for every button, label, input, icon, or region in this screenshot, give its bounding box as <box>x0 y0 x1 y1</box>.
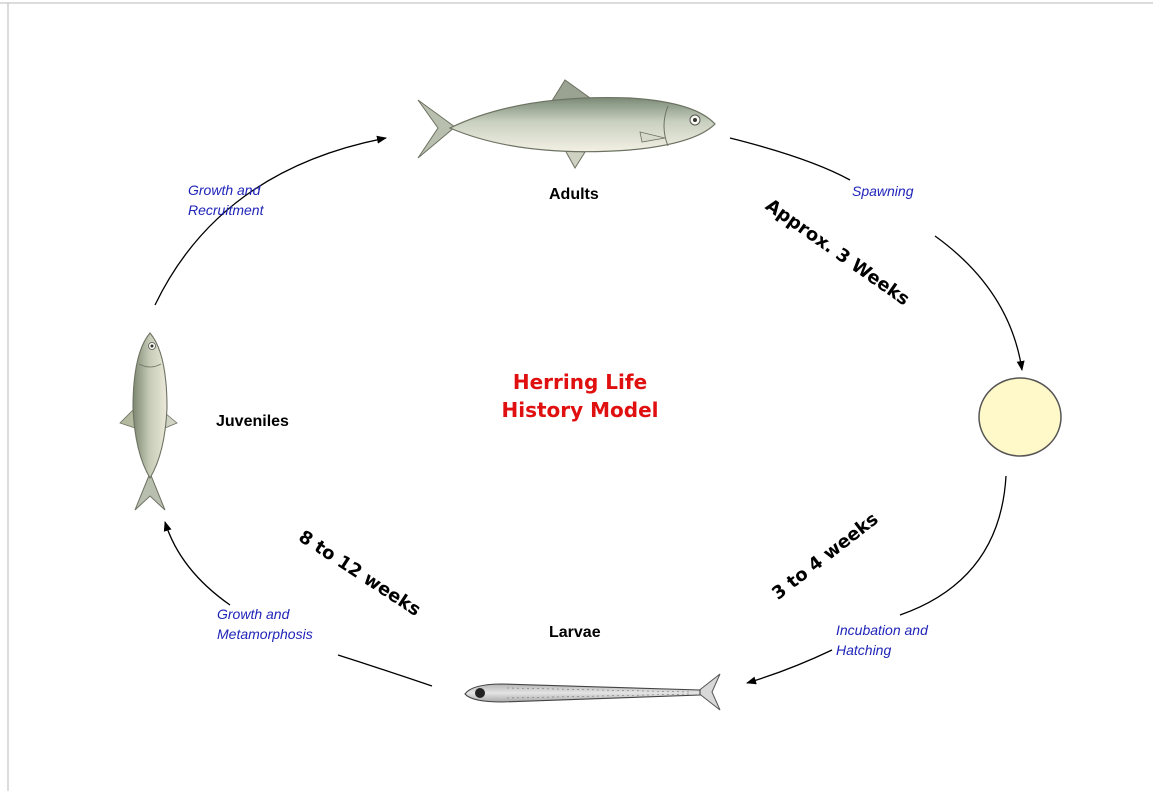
diagram-title: Herring Life History Model <box>470 368 690 424</box>
adult-herring-image <box>410 72 730 172</box>
arrow-incubation <box>747 650 832 683</box>
metamorphosis-line-1: Growth and <box>217 604 313 624</box>
process-label-incubation: Incubation and Hatching <box>836 620 928 660</box>
process-label-spawning: Spawning <box>852 181 914 201</box>
juvenile-herring-image <box>115 328 185 513</box>
metamorphosis-line-2: Metamorphosis <box>217 624 313 644</box>
egg-image <box>975 375 1067 461</box>
arrow-recruitment <box>155 138 386 305</box>
stage-label-juveniles: Juveniles <box>216 414 289 430</box>
process-label-recruitment: Growth and Recruitment <box>188 180 263 220</box>
title-line-1: Herring Life <box>470 368 690 396</box>
stage-label-larvae: Larvae <box>549 625 601 641</box>
incubation-line-2: Hatching <box>836 640 928 660</box>
arrow-larvae-to-metamorphosis <box>338 655 432 686</box>
arrow-spawning <box>935 236 1022 370</box>
arrow-metamorphosis <box>165 522 230 605</box>
spawning-line-1: Spawning <box>852 181 914 201</box>
recruitment-line-1: Growth and <box>188 180 263 200</box>
title-line-2: History Model <box>470 396 690 424</box>
process-label-metamorphosis: Growth and Metamorphosis <box>217 604 313 644</box>
incubation-line-1: Incubation and <box>836 620 928 640</box>
stage-label-adults: Adults <box>549 187 599 203</box>
arrow-adults-to-spawning <box>730 138 850 180</box>
arrow-egg-to-incubation <box>900 476 1006 615</box>
recruitment-line-2: Recruitment <box>188 200 263 220</box>
larva-image <box>462 670 727 715</box>
